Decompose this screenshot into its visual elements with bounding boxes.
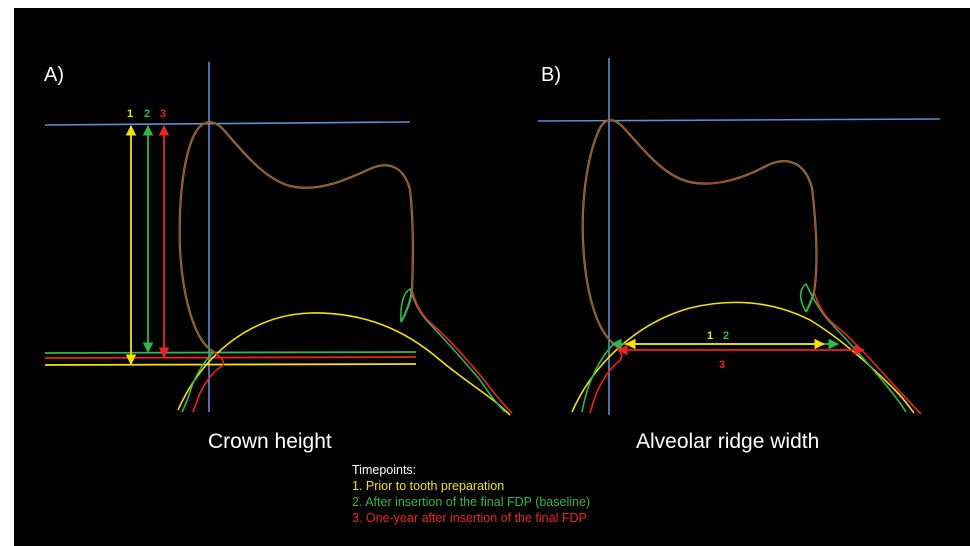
legend-item-1: 1. Prior to tooth preparation (352, 479, 505, 493)
panel-a-root-t3 (192, 351, 225, 413)
panel-a-gingiva-t3 (411, 289, 513, 414)
panel-b-marker-3: 3 (719, 359, 725, 371)
panel-b-horizontal-reference (537, 118, 941, 122)
panel-a-drawing: 1 2 3 (44, 62, 513, 416)
panel-a-baseline-t2 (44, 351, 417, 354)
legend-title: Timepoints: (352, 463, 417, 477)
figure-panel (14, 8, 970, 546)
panel-a-caption: Crown height (208, 430, 332, 453)
panel-b-label: B) (541, 64, 561, 86)
panel-a-label: A) (44, 64, 64, 86)
panel-a-marker-2: 2 (144, 108, 150, 120)
panel-a-baseline-t3 (44, 356, 417, 359)
panel-a-baseline-t1 (44, 363, 417, 366)
panel-b-gingiva-t2 (799, 282, 907, 413)
panel-a-marker-3: 3 (160, 108, 166, 120)
panel-a-crown-t3 (179, 121, 414, 353)
panel-a-ridge-t1 (177, 312, 511, 416)
panel-b-crown-t3 (582, 119, 818, 345)
panel-a-gingiva-t2 (400, 287, 506, 413)
panel-a-horizontal-reference (44, 121, 411, 126)
panel-b-marker-2: 2 (723, 330, 729, 342)
panel-b-caption: Alveolar ridge width (636, 430, 820, 453)
panel-b-marker-1: 1 (707, 330, 713, 342)
legend-item-2: 2. After insertion of the final FDP (bas… (352, 495, 591, 509)
panel-b-root-t3 (589, 343, 623, 414)
panel-a-crown-t2 (178, 121, 414, 353)
panel-b-crown-t2 (581, 119, 818, 345)
panel-a-marker-1: 1 (127, 108, 133, 120)
panel-b-gingiva-t3 (813, 291, 922, 415)
panel-b-ridge-t1 (571, 301, 915, 414)
panel-b-root-t2 (581, 343, 615, 413)
panel-b-drawing: 1 2 3 (537, 58, 941, 415)
timepoints-legend: Timepoints: 1. Prior to tooth preparatio… (352, 462, 590, 526)
panel-a-root-t2 (181, 351, 215, 413)
legend-item-3: 3. One-year after insertion of the final… (352, 511, 587, 525)
